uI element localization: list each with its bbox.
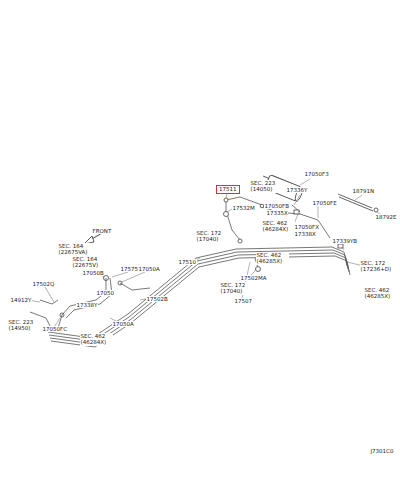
callout-number: SEC. 172 (17040) bbox=[220, 282, 251, 295]
callout-number: 17511 bbox=[219, 186, 237, 193]
callout-number: 17575 bbox=[120, 266, 139, 272]
fuel-tube bbox=[30, 278, 150, 330]
callout-number: 18791N bbox=[352, 188, 375, 194]
vapor-tube bbox=[226, 197, 330, 268]
fuel-tube-bundle bbox=[48, 247, 350, 347]
callout-number: SEC. 462 (46284X) bbox=[262, 220, 295, 233]
callout-number: 17050FB bbox=[264, 203, 289, 209]
callout-number: 14912Y bbox=[10, 297, 32, 303]
callout-number: 17502Q bbox=[32, 281, 55, 287]
callout-number: SEC. 223 (14050) bbox=[250, 180, 281, 193]
callout-number: 17338X bbox=[294, 231, 316, 237]
callout-number: SEC. 164 (22675VA) bbox=[58, 243, 95, 256]
callout-number: FRONT bbox=[92, 228, 112, 234]
callout-number: 17532M bbox=[232, 205, 255, 211]
callout-number: 17050A bbox=[138, 266, 160, 272]
callout-number: J7301C0 bbox=[370, 448, 394, 454]
callout-number: SEC. 462 (46285X) bbox=[256, 252, 289, 265]
filler-tube bbox=[338, 194, 378, 212]
callout-number: 17050A bbox=[112, 321, 134, 327]
callout-number: 17050FC bbox=[42, 326, 68, 332]
callout-number: SEC. 172 (17040) bbox=[196, 230, 227, 243]
callout-number: 17050B bbox=[82, 270, 104, 276]
callout-number: SEC. 462 (46284X) bbox=[80, 333, 113, 346]
callout-number: 17335X bbox=[266, 210, 288, 216]
callout-number: 17050FE bbox=[312, 200, 337, 206]
callout-number: 17502B bbox=[146, 296, 168, 302]
highlighted-part-box: 17511 bbox=[216, 185, 240, 194]
callout-number: 17336Y bbox=[286, 187, 308, 193]
callout-number: SEC. 462 (46285X) bbox=[364, 287, 397, 300]
callout-number: 17502MA bbox=[240, 275, 267, 281]
callout-number: 17050 bbox=[96, 290, 115, 296]
callout-number: SEC. 164 (22675V) bbox=[72, 256, 109, 269]
callout-number: SEC. 223 (14950) bbox=[8, 319, 39, 332]
callout-number: 17507 bbox=[234, 298, 253, 304]
callout-number: 17338Y bbox=[76, 302, 98, 308]
callout-number: SEC. 172 (17236+D) bbox=[360, 260, 397, 273]
callout-number: 18792E bbox=[375, 214, 397, 220]
fitting bbox=[60, 198, 343, 317]
leader-line bbox=[28, 179, 380, 327]
callout-number: 17510 bbox=[178, 259, 197, 265]
callout-number: 17339YB bbox=[332, 238, 358, 244]
callout-number: 17050F3 bbox=[304, 171, 329, 177]
callout-number: 17050FX bbox=[294, 224, 319, 230]
